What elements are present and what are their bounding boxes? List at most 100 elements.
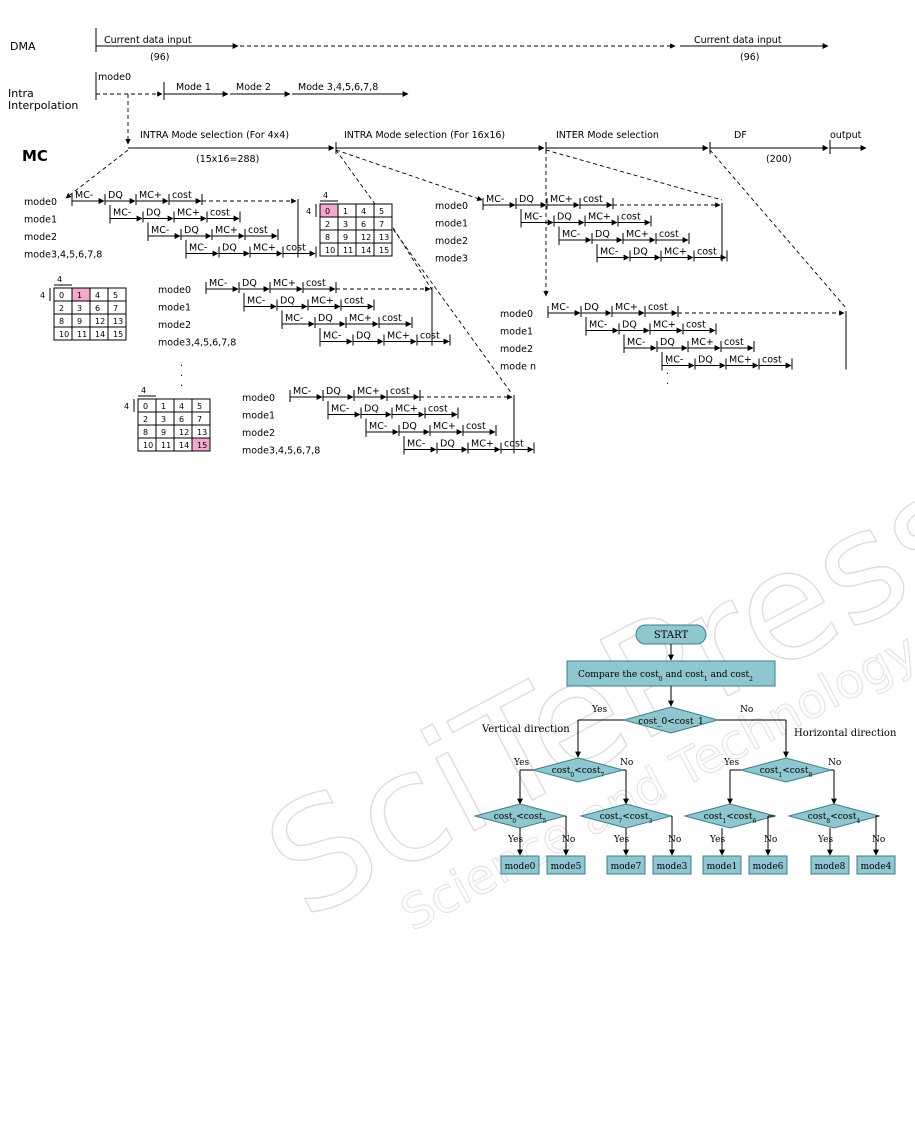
mode-label: mode2: [500, 344, 533, 355]
exp-line-2: [335, 149, 513, 395]
decision-label: cost0<cost7: [552, 766, 605, 779]
grid-cell-label: 6: [179, 415, 184, 424]
yes-label: Yes: [513, 758, 529, 768]
ellipsis-1: . . .: [180, 358, 183, 389]
yes-label: Yes: [709, 835, 725, 845]
grid-cell-label: 4: [361, 207, 366, 216]
step-label: cost: [390, 386, 410, 397]
step-label: MC-: [247, 296, 265, 307]
stage-df: DF: [734, 130, 747, 141]
dma-label: DMA: [10, 40, 36, 53]
flowchart: START Compare the cost0 and cost1 and co…: [473, 624, 897, 875]
grid-cell-label: 8: [325, 233, 330, 242]
step-label: MC-: [331, 404, 349, 415]
mode-label: mode1: [242, 411, 275, 422]
step-label: cost: [583, 194, 603, 205]
mode-label: mode1: [435, 219, 468, 230]
leaf-label: mode5: [551, 862, 582, 872]
no-label: No: [620, 758, 633, 768]
grid-cell-label: 1: [161, 402, 166, 411]
start-label: START: [654, 630, 689, 641]
grid-cell-label: 1: [343, 207, 348, 216]
leaf-mode4: [856, 855, 896, 875]
grid-cell: [107, 326, 127, 341]
step-label: DQ: [318, 313, 333, 324]
mode-label: mode3,4,5,6,7,8: [242, 446, 320, 457]
step-label: cost: [172, 190, 192, 201]
compare-box: [566, 660, 776, 687]
dma-count-2: (96): [740, 52, 760, 63]
grid-cell-label: 5: [197, 402, 202, 411]
step-label: MC-: [293, 386, 311, 397]
step-label: DQ: [222, 243, 237, 254]
mode-label: mode0: [435, 201, 468, 212]
grid-cell-label: 9: [343, 233, 348, 242]
root-decision: [622, 706, 720, 734]
grid-cell-label: 2: [59, 304, 64, 313]
grid-cell-label: 13: [379, 233, 389, 242]
grid-cell-label: 11: [161, 441, 171, 450]
step-label: MC-: [113, 208, 131, 219]
step-label: MC+: [273, 278, 296, 289]
decision-shape: [787, 803, 881, 829]
step-label: MC+: [311, 296, 334, 307]
vertical-direction-label: Vertical direction: [481, 724, 570, 735]
step-label: DQ: [108, 190, 123, 201]
grid-cell-label: 7: [197, 415, 202, 424]
step-label: cost: [621, 212, 641, 223]
block-size-left: 4: [124, 402, 129, 411]
expansion-lines: [65, 149, 847, 395]
interp-mode3: Mode 3,4,5,6,7,8: [298, 82, 378, 93]
step-label: MC+: [215, 225, 238, 236]
decision-label: cost1<cost8: [760, 766, 813, 779]
step-label: DQ: [146, 208, 161, 219]
ellipsis-dot: .: [180, 378, 183, 389]
mode-label: mode2: [24, 232, 57, 243]
step-label: MC+: [550, 194, 573, 205]
root-yes: Yes: [591, 705, 607, 715]
step-label: MC-: [551, 302, 569, 313]
exp-line-6: [709, 149, 847, 309]
step-label: cost: [466, 421, 486, 432]
grid-cell-label: 4: [95, 291, 100, 300]
step-label: cost: [248, 225, 268, 236]
grid-cell-label: 0: [59, 291, 64, 300]
mode-label: mode1: [500, 327, 533, 338]
step-label: DQ: [402, 421, 417, 432]
exp-line-1: [65, 149, 129, 199]
step-label: MC+: [177, 208, 200, 219]
step-label: cost: [648, 302, 668, 313]
decision-label: cost7<cost3: [600, 812, 653, 825]
leaf-mode6: [748, 855, 788, 875]
pipelines: mode0 mode1 mode2 mode3,4,5,6,7,8 MC- DQ MC+ co…: [24, 190, 847, 457]
step-label: cost: [659, 229, 679, 240]
interp-mode0: mode0: [98, 72, 131, 83]
grid-cell-label: 8: [59, 317, 64, 326]
no-label: No: [668, 835, 681, 845]
ellipsis-2: . . .: [666, 356, 669, 387]
mode-label: mode0: [500, 309, 533, 320]
step-label: cost: [420, 331, 440, 342]
leaf-mode1: [702, 855, 742, 875]
step-label: cost: [306, 278, 326, 289]
step-label: DQ: [557, 212, 572, 223]
dma-input-1: Current data input: [104, 35, 192, 46]
block-size-left: 4: [306, 207, 311, 216]
grid-cell-label: 5: [113, 291, 118, 300]
step-label: DQ: [364, 404, 379, 415]
step-label: MC-: [407, 439, 425, 450]
stage-df-count: (200): [766, 154, 792, 165]
leaf-mode8: [810, 855, 850, 875]
step-label: MC-: [562, 229, 580, 240]
grid-cell-label: 11: [77, 330, 87, 339]
grid-cell-label: 6: [95, 304, 100, 313]
step-label: MC+: [729, 355, 752, 366]
yes-label: Yes: [507, 835, 523, 845]
leaf-label: mode4: [861, 862, 892, 872]
